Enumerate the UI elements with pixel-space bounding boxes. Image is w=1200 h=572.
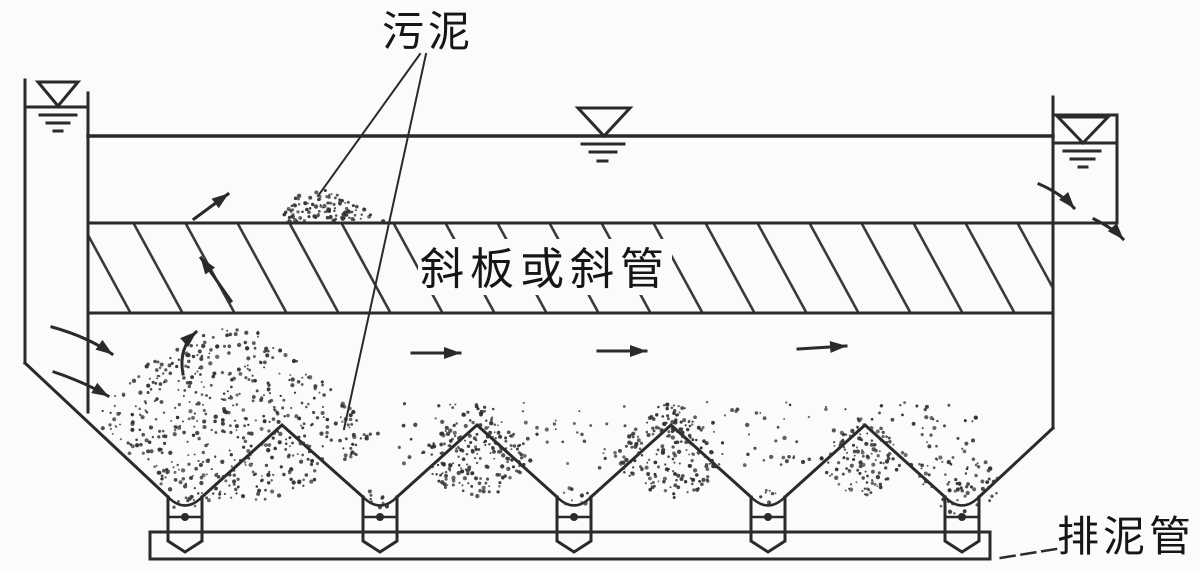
sludge-leader-line-lower (342, 52, 428, 431)
drain-pipe-leader-line (992, 547, 1058, 561)
water-level-icon (34, 80, 82, 133)
sludge-label: 污泥 (382, 8, 474, 55)
hopper-necks-and-valves (166, 495, 981, 554)
sludge-stipple (100, 188, 1000, 515)
water-level-icon (1054, 115, 1112, 169)
flow-arrow-icon (50, 182, 1126, 399)
hopper-v-profile (22, 360, 1056, 500)
water-level-icon (574, 106, 634, 163)
tank-structure (22, 78, 1119, 561)
sludge-leader-line-upper (316, 52, 422, 198)
inclined-plates-label: 斜板或斜管 (420, 245, 670, 294)
band-label-backplate (418, 239, 672, 295)
inclined-plate-hatching (89, 224, 1052, 312)
drain-pipe-label: 排泥管 (1057, 513, 1195, 560)
